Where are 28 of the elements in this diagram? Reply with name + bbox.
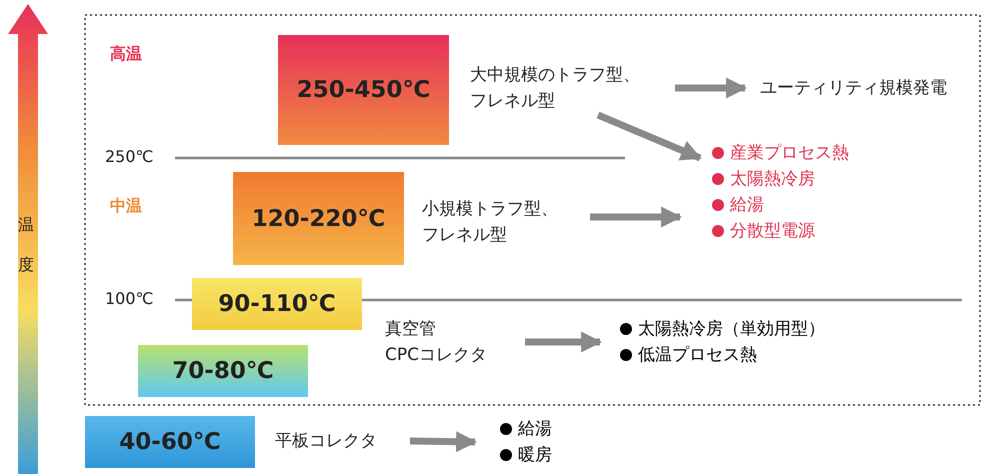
level-label: 高温 <box>110 44 142 65</box>
temperature-box: 40-60℃ <box>85 416 255 468</box>
arrow <box>675 78 748 98</box>
temperature-box: 90-110℃ <box>192 278 362 330</box>
temperature-box: 120-220℃ <box>233 172 404 265</box>
arrow <box>410 431 478 452</box>
collector-label: 平板コレクタ <box>275 428 377 454</box>
arrow <box>596 112 702 162</box>
list-item: 産業プロセス熱 <box>730 143 849 163</box>
level-label: 中温 <box>110 196 142 217</box>
axis-label: 温度 <box>18 214 34 276</box>
arrow <box>525 332 602 352</box>
collector-label: 小規模トラフ型、フレネル型 <box>422 196 577 248</box>
list-item: 給湯 <box>518 419 552 439</box>
list-item: 太陽熱冷房（単効用型） <box>638 319 825 339</box>
list-item: 給湯 <box>730 195 764 215</box>
collector-label: 大中規模のトラフ型、フレネル型 <box>470 62 660 114</box>
list-item: 太陽熱冷房 <box>730 169 815 189</box>
list-item: 暖房 <box>518 445 552 465</box>
temperature-label: 100℃ <box>105 289 154 308</box>
temperature-label: 250℃ <box>105 147 154 166</box>
arrow <box>590 206 682 228</box>
temperature-box: 70-80℃ <box>138 345 308 397</box>
temperature-box: 250-450℃ <box>278 35 449 145</box>
application-label: ユーティリティ規模発電 <box>760 75 947 101</box>
list-item: 低温プロセス熱 <box>638 345 757 365</box>
collector-label: 真空管 CPCコレクタ <box>385 316 510 368</box>
list-item: 分散型電源 <box>730 221 815 241</box>
